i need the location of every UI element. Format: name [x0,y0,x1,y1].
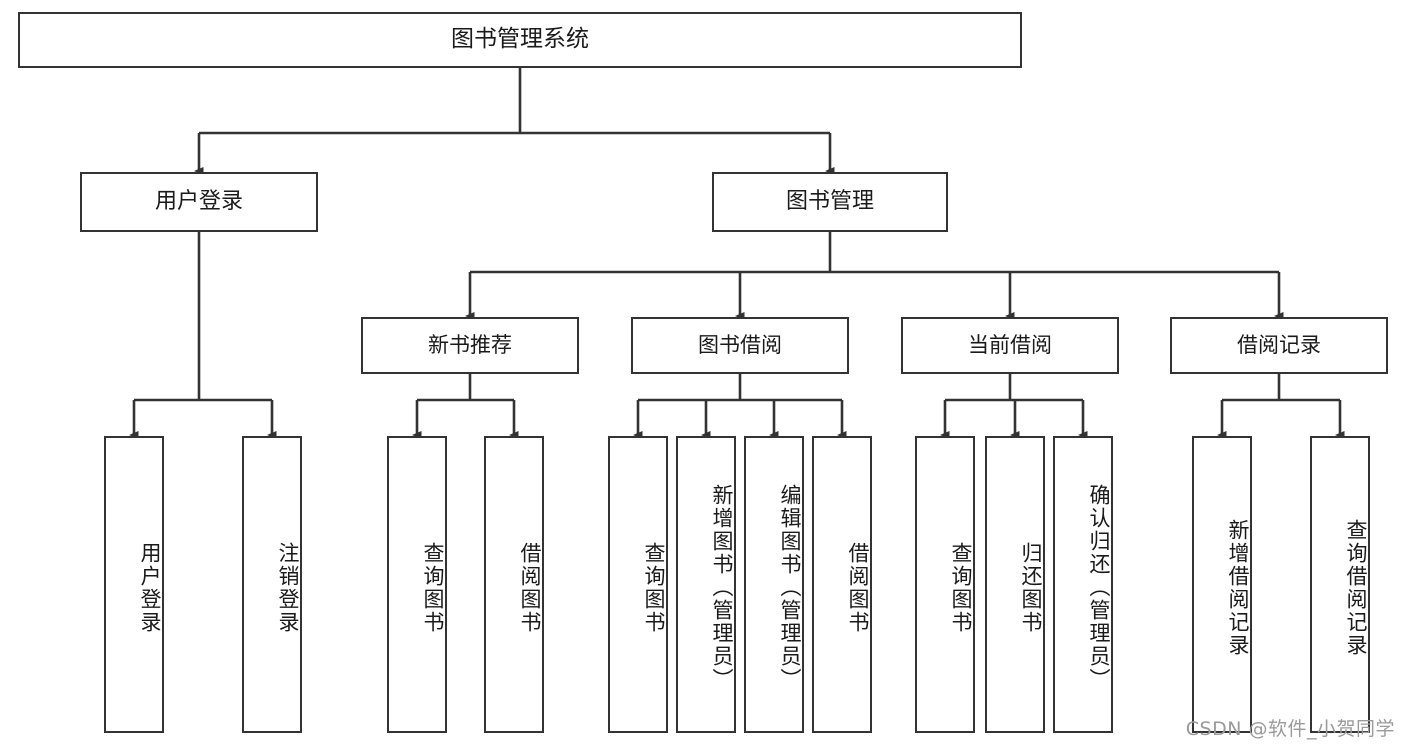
node-leaf-query-book-1[interactable]: 查询图书 [387,436,447,733]
node-leaf-logout[interactable]: 注销登录 [242,436,302,733]
node-label: 借阅图书 [846,541,870,634]
node-label: 编辑图书（管理员） [778,484,802,691]
node-label: 图书借阅 [698,333,782,358]
node-label: 图书管理 [785,189,874,215]
node-current-borrow[interactable]: 当前借阅 [901,317,1119,374]
node-label: 用户登录 [154,189,243,215]
node-leaf-borrow-book-1[interactable]: 借阅图书 [484,436,544,733]
node-label: 新书推荐 [428,333,512,358]
node-new-book-rec[interactable]: 新书推荐 [361,317,579,374]
node-label: 新增借阅记录 [1226,518,1250,657]
node-label: 确认归还（管理员） [1087,484,1111,691]
node-label: 注销登录 [276,541,300,634]
node-label: 借阅图书 [518,541,542,634]
node-label: 用户登录 [138,541,162,634]
node-label: 查询图书 [421,541,445,634]
node-book-borrow[interactable]: 图书借阅 [631,317,849,374]
node-label: 借阅记录 [1237,333,1321,358]
node-borrow-record[interactable]: 借阅记录 [1170,317,1388,374]
node-leaf-confirm-return[interactable]: 确认归还（管理员） [1053,436,1113,733]
node-leaf-add-book[interactable]: 新增图书（管理员） [676,436,736,733]
csdn-watermark: CSDN @软件_小贺同学 [1185,718,1395,740]
node-leaf-query-book-3[interactable]: 查询图书 [915,436,975,733]
node-user-login[interactable]: 用户登录 [80,172,318,232]
node-label: 新增图书（管理员） [710,484,734,691]
node-leaf-query-record[interactable]: 查询借阅记录 [1310,436,1370,733]
node-label: 查询图书 [642,541,666,634]
node-leaf-user-login[interactable]: 用户登录 [104,436,164,733]
node-label: 归还图书 [1019,541,1043,634]
node-label: 图书管理系统 [451,26,589,53]
node-label: 查询借阅记录 [1344,518,1368,657]
node-book-manage[interactable]: 图书管理 [712,172,948,232]
node-root[interactable]: 图书管理系统 [18,12,1022,68]
node-leaf-query-book-2[interactable]: 查询图书 [608,436,668,733]
node-label: 当前借阅 [968,333,1052,358]
node-leaf-edit-book[interactable]: 编辑图书（管理员） [744,436,804,733]
node-leaf-add-record[interactable]: 新增借阅记录 [1192,436,1252,733]
node-label: 查询图书 [949,541,973,634]
node-leaf-borrow-book-2[interactable]: 借阅图书 [812,436,872,733]
node-leaf-return-book[interactable]: 归还图书 [985,436,1045,733]
